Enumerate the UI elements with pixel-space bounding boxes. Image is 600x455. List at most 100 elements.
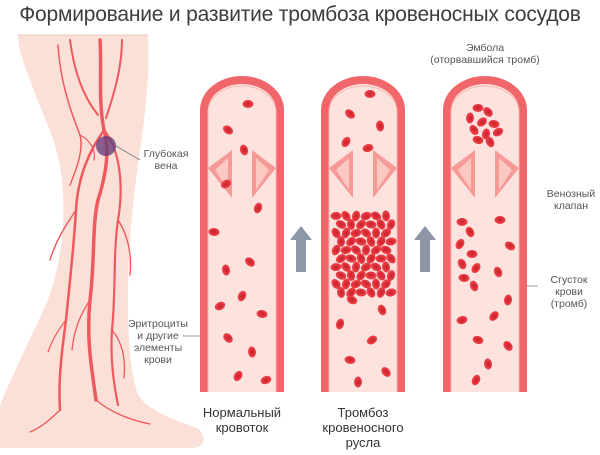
blood-cell — [233, 370, 243, 382]
blood-cell — [208, 228, 220, 236]
blood-cell — [456, 218, 468, 226]
blood-cell — [360, 262, 372, 272]
label-clot: Сгусток крови (тромб) — [550, 274, 588, 310]
blood-cell — [356, 253, 366, 264]
blood-cell — [485, 136, 495, 148]
blood-cell — [341, 136, 351, 148]
blood-cell — [256, 309, 268, 319]
blood-cell — [377, 304, 387, 316]
label-deep-vein: Глубокая вена — [143, 148, 189, 172]
blood-cell — [489, 311, 499, 321]
label-erythrocytes: Эритроциты и другие элементы крови — [128, 318, 188, 366]
blood-cell — [492, 127, 504, 137]
blood-cell — [365, 271, 377, 280]
caption-normal: Нормальный кровоток — [202, 405, 282, 435]
blood-cell — [372, 227, 380, 239]
blood-cell — [351, 245, 361, 255]
blood-cell — [483, 107, 493, 117]
blood-cell — [385, 237, 397, 246]
blood-cell — [354, 376, 362, 388]
blood-cell — [220, 179, 232, 189]
blood-cell — [472, 104, 484, 112]
blood-cell — [481, 128, 491, 140]
blood-cell — [362, 244, 370, 256]
blood-cell — [376, 287, 386, 298]
progression-arrow-1 — [290, 226, 312, 272]
blood-cell — [345, 109, 355, 119]
blood-cell — [362, 143, 374, 153]
blood-cell — [239, 144, 249, 156]
blood-cell — [345, 254, 357, 263]
blood-cell — [361, 228, 371, 238]
blood-cell — [223, 125, 233, 135]
blood-cell — [346, 287, 356, 298]
blood-cell — [484, 358, 492, 370]
blood-cell — [365, 220, 377, 229]
blood-cell — [466, 112, 474, 124]
blood-cell — [376, 219, 386, 230]
blood-cell — [335, 253, 347, 264]
blood-cell — [386, 253, 396, 264]
blood-cell — [376, 270, 386, 281]
blood-cell — [351, 261, 361, 273]
blood-cell — [386, 219, 396, 230]
blood-cell — [366, 236, 376, 247]
blood-cell — [370, 245, 382, 255]
blood-cell — [456, 315, 468, 325]
blood-cell — [380, 245, 392, 255]
blood-cells — [208, 90, 516, 388]
blood-cell — [488, 120, 500, 128]
blood-cell — [477, 117, 487, 127]
blood-cell — [214, 301, 226, 311]
blood-cell — [382, 210, 390, 222]
blood-cell — [370, 211, 382, 221]
diagram-title: Формирование и развитие тромбоза кровено… — [19, 3, 581, 26]
blood-cell — [331, 244, 341, 256]
blood-cell — [242, 100, 254, 108]
blood-cell — [331, 279, 341, 289]
blood-cell — [465, 226, 475, 238]
progression-arrow-2 — [414, 226, 436, 272]
blood-cell — [340, 245, 352, 255]
blood-cell — [364, 90, 376, 98]
blood-cell — [503, 294, 513, 306]
blood-cell — [469, 280, 479, 292]
blood-cell — [494, 216, 506, 224]
blood-cell — [370, 262, 382, 272]
blood-cell — [341, 211, 351, 221]
blood-cell — [346, 236, 356, 247]
blood-cell — [372, 278, 380, 290]
label-embolus: Эмбола (оторвавшийся тромб) — [430, 42, 540, 66]
blood-cell — [331, 227, 341, 239]
blood-cell — [237, 290, 247, 302]
blood-cell — [466, 250, 478, 258]
blood-cell — [341, 278, 351, 290]
blood-cell — [381, 228, 391, 238]
blood-cell — [330, 212, 342, 220]
blood-cell — [346, 270, 356, 281]
blood-cell — [223, 333, 233, 343]
blood-cell — [335, 271, 347, 280]
blood-cell — [366, 335, 378, 345]
blood-cell — [471, 374, 481, 386]
blood-cell — [381, 367, 391, 377]
blood-cell — [341, 227, 351, 239]
leg-illustration — [0, 34, 204, 448]
vessel-embolus — [443, 76, 527, 392]
blood-cell — [260, 375, 272, 385]
blood-cell — [330, 263, 342, 271]
blood-cell — [457, 258, 467, 270]
blood-cell — [381, 279, 391, 289]
blood-cell — [355, 237, 367, 246]
blood-cell — [375, 254, 387, 263]
blood-cell — [366, 253, 376, 264]
blood-cell — [385, 288, 397, 297]
blood-cell — [376, 236, 386, 247]
blood-cell — [504, 241, 516, 251]
blood-cell — [458, 274, 470, 282]
blood-cell — [337, 236, 345, 247]
blood-cell — [350, 228, 362, 238]
blood-cell — [503, 341, 513, 351]
blood-cell — [335, 318, 345, 330]
